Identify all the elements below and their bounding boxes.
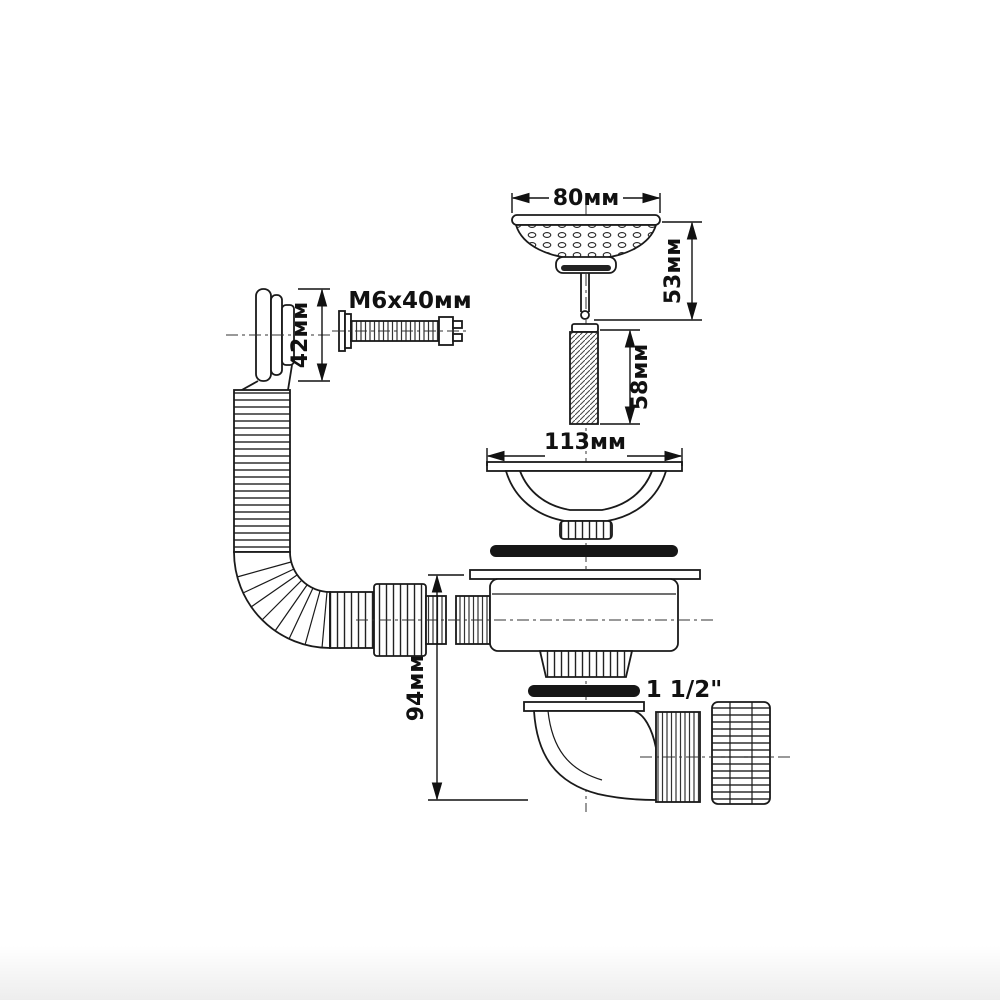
screw-shank — [569, 331, 599, 425]
dimension-113 — [486, 448, 683, 466]
screw-head — [571, 323, 599, 333]
dimension-94 — [428, 574, 528, 801]
outlet-nut — [711, 701, 771, 805]
dim-113-label: 113мм — [544, 430, 626, 455]
flange-bowl — [504, 470, 668, 522]
hose-bend-ribs — [236, 561, 328, 649]
bolt-clip — [452, 333, 463, 342]
sink-flange — [486, 461, 683, 540]
body-top-plate — [469, 569, 701, 580]
strainer-rim — [511, 214, 661, 226]
outlet-nut-body — [711, 701, 771, 805]
dim-94-label: 94мм — [404, 655, 429, 722]
strainer-stem-tip — [580, 310, 590, 320]
elbow-rim — [523, 701, 645, 712]
flange-cup — [559, 520, 613, 540]
centerlines — [226, 330, 790, 758]
elbow-body — [533, 710, 657, 801]
dimension-80 — [511, 192, 661, 213]
flange-bowl-inner — [519, 470, 653, 511]
body-shell — [489, 578, 679, 652]
overflow-cap-neck — [287, 364, 293, 391]
outlet-size-label: 1 1/2" — [646, 677, 722, 703]
flexible-hose — [233, 389, 447, 657]
flange-rim — [486, 461, 683, 472]
strainer-basket — [511, 214, 661, 320]
strainer-dome — [514, 224, 658, 260]
hose-vertical-section — [233, 389, 291, 553]
dim-53-label: 53мм — [661, 238, 686, 305]
dimension-58 — [600, 329, 640, 425]
gasket-upper — [490, 545, 678, 557]
dimension-53 — [594, 221, 702, 321]
dimension-42 — [298, 288, 330, 382]
overflow-cap — [239, 288, 295, 392]
bolt-clip — [452, 320, 463, 329]
drain-body — [455, 569, 701, 678]
dim-80-label: 80мм — [553, 186, 620, 211]
dim-58-label: 58мм — [628, 344, 653, 411]
outlet-elbow — [523, 701, 701, 803]
gasket-lower — [528, 685, 640, 697]
locking-screw — [569, 323, 599, 425]
elbow-inner-line — [547, 710, 603, 781]
dim-42-label: 42мм — [288, 302, 313, 369]
strainer-knob-band — [561, 265, 611, 271]
dimensions — [298, 192, 702, 801]
bolt-spec-label: М6х40мм — [348, 288, 471, 314]
body-bottom-cup — [538, 650, 634, 678]
